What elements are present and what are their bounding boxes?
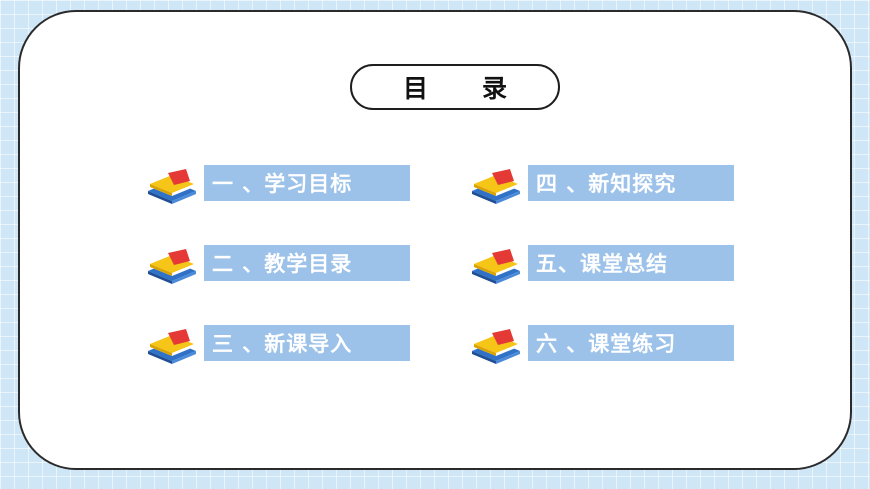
toc-label: 六 、课堂练习 (536, 332, 677, 356)
toc-label-bar: 六 、课堂练习 (528, 325, 734, 361)
book-stack-icon (148, 329, 196, 364)
book-stack-icon (148, 249, 196, 284)
toc-item-3[interactable]: 三 、新课导入 (146, 325, 416, 365)
toc-label-bar: 二 、教学目录 (204, 245, 410, 281)
toc-label: 一 、学习目标 (212, 172, 353, 196)
toc-label: 五、课堂总结 (536, 252, 668, 276)
toc-label-bar: 五、课堂总结 (528, 245, 734, 281)
book-stack-icon (148, 169, 196, 204)
book-stack-icon (472, 169, 520, 204)
toc-item-5[interactable]: 五、课堂总结 (470, 245, 740, 285)
page-title: 目录 (402, 74, 561, 103)
book-stack-icon (472, 249, 520, 284)
toc-item-2[interactable]: 二 、教学目录 (146, 245, 416, 285)
toc-label-bar: 四 、新知探究 (528, 165, 734, 201)
toc-label: 四 、新知探究 (536, 172, 677, 196)
book-stack-icon (472, 329, 520, 364)
toc-item-1[interactable]: 一 、学习目标 (146, 165, 416, 205)
content-card: 目录 (18, 10, 852, 470)
toc-item-4[interactable]: 四 、新知探究 (470, 165, 740, 205)
toc-label: 三 、新课导入 (212, 332, 353, 356)
title-pill: 目录 (350, 64, 560, 110)
toc-item-6[interactable]: 六 、课堂练习 (470, 325, 740, 365)
toc-label-bar: 一 、学习目标 (204, 165, 410, 201)
toc-label: 二 、教学目录 (212, 252, 353, 276)
toc-label-bar: 三 、新课导入 (204, 325, 410, 361)
